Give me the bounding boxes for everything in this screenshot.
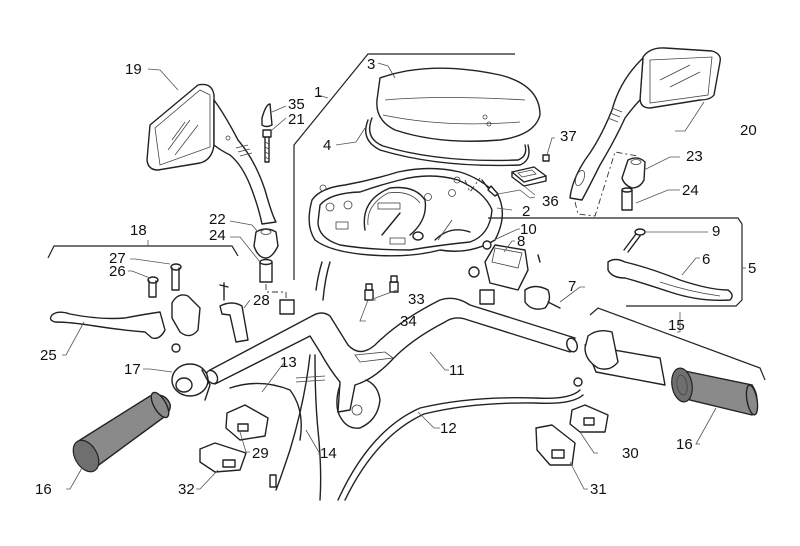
lcd-display-36[interactable] (511, 166, 547, 187)
label-3: 3 (367, 56, 375, 73)
right-mirror[interactable] (569, 47, 722, 201)
switch-housing-17[interactable] (171, 363, 211, 401)
label-36: 36 (542, 193, 559, 210)
clamp-28[interactable] (219, 282, 249, 343)
label-28: 28 (253, 292, 270, 309)
label-19: 19 (125, 61, 142, 78)
grip-left-16[interactable] (68, 390, 172, 476)
throttle-grip-15[interactable] (584, 329, 666, 386)
label-22: 22 (209, 211, 226, 228)
label-21: 21 (288, 111, 305, 128)
bulb-34[interactable] (364, 283, 374, 301)
label-17: 17 (124, 361, 141, 378)
bracket-18 (47, 245, 239, 259)
label-10: 10 (520, 221, 537, 238)
label-5: 5 (748, 260, 756, 277)
label-15: 15 (668, 317, 685, 334)
bushing-24-left[interactable] (259, 258, 273, 283)
pin-26[interactable] (147, 276, 159, 298)
bracket-5 (488, 217, 743, 307)
label-24-left: 24 (209, 227, 226, 244)
label-4: 4 (323, 137, 331, 154)
brake-hose-12[interactable] (337, 377, 584, 501)
label-18: 18 (130, 222, 147, 239)
label-29: 29 (252, 445, 269, 462)
cap-35[interactable] (261, 103, 273, 128)
label-11: 11 (449, 362, 465, 379)
stop-switch-7[interactable] (524, 254, 561, 310)
screw-27[interactable] (170, 263, 182, 291)
left-lever-25[interactable] (49, 311, 166, 340)
label-31: 31 (590, 481, 607, 498)
switch-32[interactable] (199, 442, 247, 473)
label-7: 7 (568, 278, 576, 295)
clamp-block (279, 299, 295, 315)
label-16-right: 16 (676, 436, 693, 453)
label-1: 1 (314, 84, 322, 101)
left-mirror[interactable] (146, 83, 277, 225)
label-33: 33 (408, 291, 425, 308)
label-13: 13 (280, 354, 297, 371)
gasket-4[interactable] (365, 117, 530, 167)
label-9: 9 (712, 223, 720, 240)
bulb-33[interactable] (389, 275, 399, 293)
right-brake-lever-6[interactable] (607, 258, 733, 302)
label-8: 8 (517, 233, 525, 250)
label-6: 6 (702, 251, 710, 268)
switch-31[interactable] (535, 424, 576, 466)
label-20: 20 (740, 122, 757, 139)
plug-37[interactable] (542, 154, 550, 162)
label-37: 37 (560, 128, 577, 145)
lever-pin-9[interactable] (623, 228, 646, 253)
label-32: 32 (178, 481, 195, 498)
label-26: 26 (109, 263, 126, 280)
label-12: 12 (440, 420, 457, 437)
switch-29[interactable] (225, 404, 269, 441)
bushing-24-right[interactable] (621, 187, 633, 211)
label-25: 25 (40, 347, 57, 364)
bracket-15 (589, 307, 766, 381)
label-14: 14 (320, 445, 337, 462)
lever-bracket[interactable] (171, 294, 201, 353)
instrument-cover-3[interactable] (376, 67, 541, 142)
label-2: 2 (522, 203, 530, 220)
mirror-mount-cover-23[interactable] (228, 0, 646, 189)
leader-lines (62, 62, 746, 490)
label-35: 35 (288, 96, 305, 113)
handlebar-11[interactable] (204, 297, 579, 429)
label-34: 34 (400, 313, 417, 330)
screw-21[interactable] (262, 129, 272, 163)
throttle-cable-13[interactable] (229, 382, 302, 441)
callout-labels: 19 35 21 22 24 1 3 4 37 36 2 20 23 24 10… (35, 56, 757, 498)
label-24-right: 24 (682, 182, 699, 199)
nut-10[interactable] (482, 240, 492, 250)
label-23: 23 (686, 148, 703, 165)
instrument-cluster[interactable] (308, 167, 503, 301)
label-16-left: 16 (35, 481, 52, 498)
label-27: 27 (109, 250, 126, 267)
switch-30[interactable] (569, 404, 609, 433)
bracket-1 (293, 53, 515, 280)
grip-right-16[interactable] (669, 367, 759, 416)
label-30: 30 (622, 445, 639, 462)
master-cylinder-8[interactable] (468, 244, 529, 305)
mirror-mount-cover-22[interactable] (253, 228, 279, 259)
